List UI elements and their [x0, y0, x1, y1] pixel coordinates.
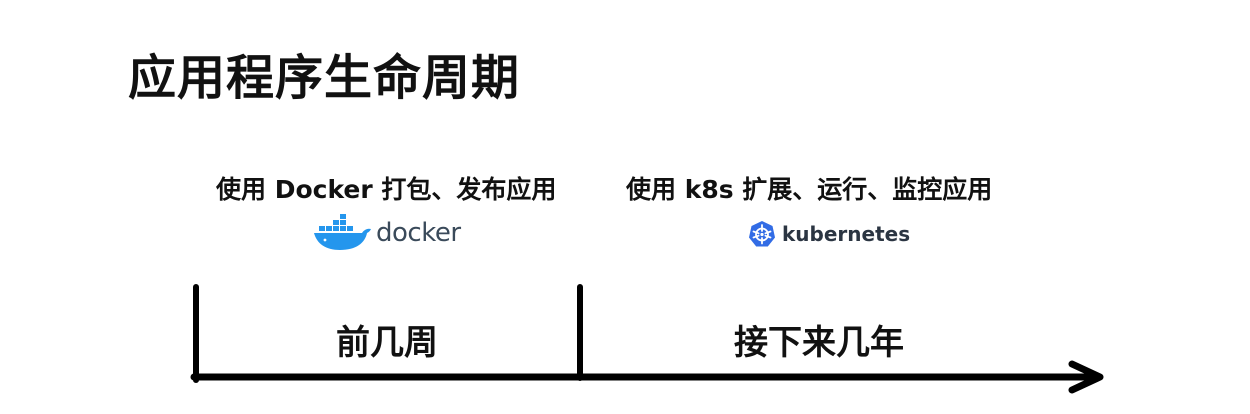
page-title: 应用程序生命周期	[128, 50, 521, 106]
docker-phase-caption: 使用 Docker 打包、发布应用	[216, 175, 557, 204]
docker-logo: docker	[312, 212, 461, 254]
docker-logo-text: docker	[376, 218, 461, 248]
kubernetes-logo: kubernetes	[748, 220, 910, 248]
kubernetes-helm-icon	[749, 221, 775, 247]
k8s-phase-caption: 使用 k8s 扩展、运行、监控应用	[626, 175, 993, 204]
period-label-next-years: 接下来几年	[734, 323, 904, 363]
docker-whale-icon	[314, 214, 371, 250]
period-label-first-weeks: 前几周	[336, 323, 438, 363]
timeline-axis	[190, 373, 1100, 381]
timeline-arrow-head	[1068, 360, 1104, 394]
kubernetes-logo-text: kubernetes	[782, 222, 911, 246]
